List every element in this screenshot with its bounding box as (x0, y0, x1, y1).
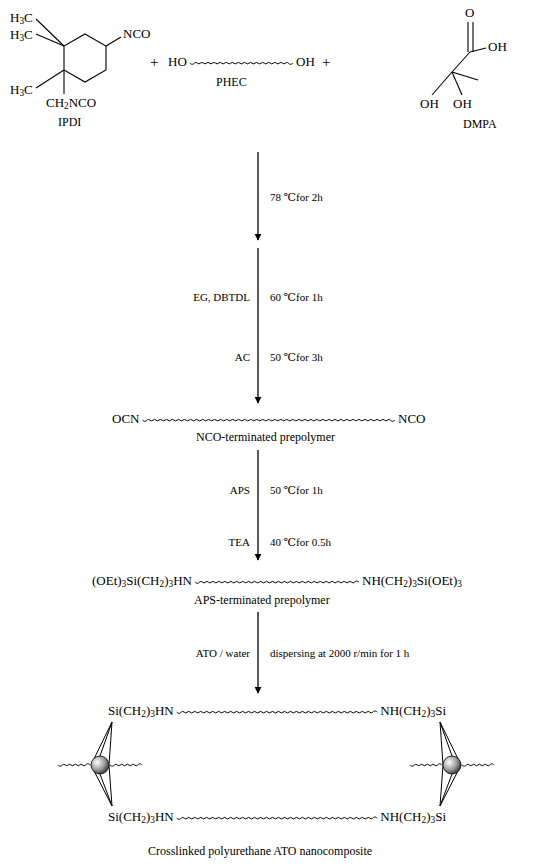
reaction-arrow (257, 248, 258, 403)
methyl-bond (452, 72, 478, 80)
reaction-arrow (257, 152, 258, 240)
compound-name: PHEC (216, 76, 247, 89)
compound-name: IPDI (58, 116, 81, 129)
reaction-condition: 50 ℃for 3h (270, 351, 323, 363)
bond (432, 72, 452, 95)
end-group: NH(CH2)3Si(OEt)3 (362, 574, 462, 588)
methyl-group: H3C (10, 28, 33, 42)
bond (36, 34, 64, 46)
ato-particle (91, 756, 109, 774)
double-bond (467, 22, 468, 52)
reaction-arrow (257, 450, 258, 560)
dmpa-structure (432, 22, 486, 95)
isocyanate-group: NCO (123, 27, 150, 41)
reaction-condition: 60 ℃for 1h (270, 291, 323, 303)
end-group: NH(CH2)3Si (380, 704, 446, 718)
ato-particle (443, 756, 461, 774)
polymer-chain (190, 62, 293, 64)
reaction-arrow (257, 612, 258, 693)
end-group: OCN (112, 412, 139, 426)
bond (452, 72, 462, 95)
product-name: NCO-terminated prepolymer (196, 431, 335, 444)
plus-sign: + (150, 54, 158, 71)
polymer-chain (110, 764, 142, 766)
reaction-condition: 50 ℃for 1h (270, 484, 323, 496)
hydroxyl-group: OH (296, 55, 315, 69)
polymer-chains (58, 62, 494, 819)
reagent-name: AC (235, 351, 250, 363)
tetrahedral-link (440, 722, 461, 806)
isocyanate-group: CH2NCO (46, 96, 96, 110)
hydroxyl-group: OH (420, 97, 439, 111)
oxygen-atom: O (465, 6, 474, 20)
polymer-chain (177, 817, 378, 819)
end-group: NCO (398, 412, 425, 426)
end-group: Si(CH2)3HN (108, 810, 174, 824)
reaction-condition: dispersing at 2000 r/min for 1 h (270, 647, 409, 659)
bond (452, 52, 470, 72)
plus-sign: + (322, 54, 330, 71)
cyclohexane-ring (64, 34, 106, 82)
ato-crosslinks (91, 722, 461, 806)
end-group: (OEt)3Si(CH2)3HN (92, 574, 192, 588)
hydroxyl-group: OH (488, 40, 507, 54)
reagent-name: TEA (229, 536, 250, 548)
product-name: Crosslinked polyurethane ATO nanocomposi… (148, 845, 372, 858)
end-group: NH(CH2)3Si (380, 810, 446, 824)
polymer-chain (142, 419, 395, 421)
reaction-arrows (257, 152, 258, 693)
polymer-chain (177, 711, 378, 713)
polymer-chain (195, 581, 359, 583)
reagent-name: EG, DBTDL (193, 291, 250, 303)
polymer-chain (410, 764, 442, 766)
end-group: Si(CH2)3HN (108, 704, 174, 718)
methyl-group: H3C (10, 83, 33, 97)
methyl-group: H3C (10, 11, 33, 25)
reaction-condition: 78 ℃for 2h (270, 191, 323, 203)
tetrahedral-link (91, 722, 112, 806)
bond (36, 19, 64, 46)
reaction-condition: 40 ℃for 0.5h (270, 536, 331, 548)
polymer-chain (462, 764, 494, 766)
product-name: APS-terminated prepolymer (194, 594, 330, 607)
hydroxyl-group: HO (168, 55, 187, 69)
polymer-chain (58, 764, 90, 766)
compound-name: DMPA (463, 118, 497, 131)
reagent-name: APS (230, 484, 250, 496)
ipdi-structure (36, 19, 121, 94)
bond (63, 70, 64, 94)
bond (36, 70, 64, 88)
hydroxyl-group: OH (453, 97, 472, 111)
double-bond (472, 22, 473, 52)
reagent-name: ATO / water (196, 647, 250, 659)
bond (470, 48, 486, 52)
bond (106, 37, 121, 46)
